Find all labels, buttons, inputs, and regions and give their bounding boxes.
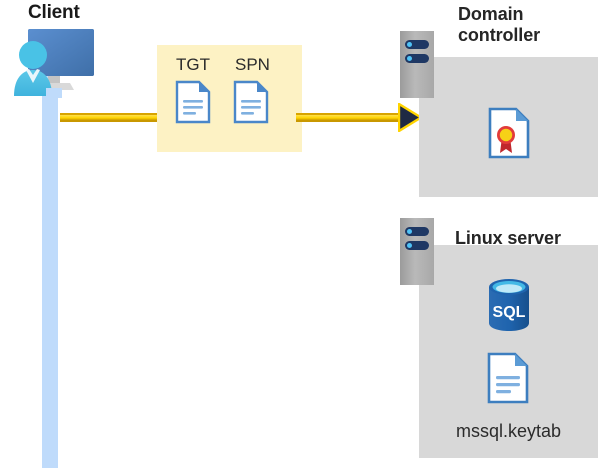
domain-controller-server-icon — [400, 31, 434, 98]
server-drive-bay-1 — [405, 227, 429, 236]
message-panel: TGT SPN — [157, 45, 302, 152]
linux-server-icon — [400, 218, 434, 285]
client-label: Client — [28, 2, 80, 23]
server-drive-bay-1 — [405, 40, 429, 49]
keytab-file-icon — [487, 352, 529, 409]
server-drive-bay-2 — [405, 241, 429, 250]
connector-line-right — [296, 113, 404, 122]
server-drive-bay-2 — [405, 54, 429, 63]
arrow-head-icon — [397, 102, 423, 133]
certificate-icon — [488, 107, 530, 164]
connector-line-left — [60, 113, 160, 122]
sql-icon-text: SQL — [493, 304, 526, 321]
sql-database-icon: SQL — [483, 277, 535, 338]
tgt-document-icon — [175, 80, 211, 129]
client-lifeline — [42, 62, 58, 468]
tgt-label: TGT — [176, 55, 210, 74]
domain-controller-title: Domain controller — [458, 4, 541, 45]
spn-label: SPN — [235, 55, 270, 74]
keytab-file-label: mssql.keytab — [455, 421, 562, 441]
client-workstation-icon — [4, 24, 98, 100]
linux-server-title: Linux server — [455, 228, 561, 248]
spn-document-icon — [233, 80, 269, 129]
